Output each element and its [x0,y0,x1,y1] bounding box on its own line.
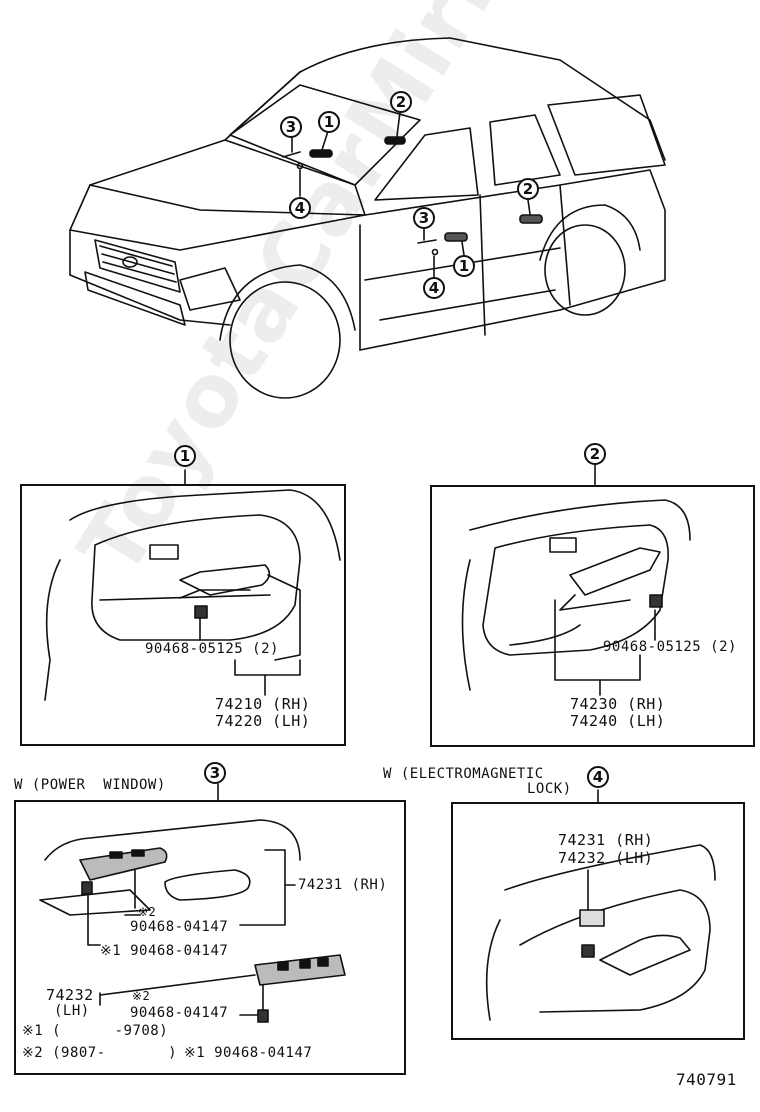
panel3-footnote-1: ※1 ( -9708) [22,1023,169,1039]
vehicle-callout-4-rear: 4 [423,277,445,299]
vehicle-callout-3-rear: 3 [413,207,435,229]
panel3-part-rh: 74231 (RH) [298,877,388,893]
panel2-screw-label: 90468-05125 (2) [603,639,737,655]
panel3-screw-c: 90468-04147 [130,1005,229,1021]
vehicle-callout-1-front: 1 [318,111,340,133]
panel2-part-rh: 74230 (RH) [570,695,666,713]
panel1-art [44,469,341,701]
vehicle-callout-2-rear: 2 [517,178,539,200]
panel3-footnote-2: ※2 (9807- ) [22,1045,178,1061]
panel3-heading: W (POWER WINDOW) [14,777,166,793]
vehicle-callout-4-front: 4 [289,197,311,219]
panel1-callout: 1 [174,445,196,467]
panel1-frame [20,484,346,746]
panel4-callout: 4 [587,766,609,788]
panel2-frame [430,485,755,747]
panel4-part-lh: 74232 (LH) [558,849,654,867]
panel4-frame [451,802,745,1040]
panel3-art [39,783,346,1023]
panel3-part-lh-side: (LH) [54,1003,90,1019]
panel3-note2-a: ※2 [138,905,157,919]
panel3-screw-a: 90468-04147 [130,919,229,935]
vehicle-illustration [69,37,666,399]
panel1-part-rh: 74210 (RH) [215,695,311,713]
panel3-frame [14,800,406,1075]
vehicle-callout-1-rear: 1 [453,255,475,277]
panel3-part-lh-number: 74232 [46,986,94,1004]
panel4-heading-line1: W (ELECTROMAGNETIC [383,766,544,782]
panel1-part-lh: 74220 (LH) [215,712,311,730]
panel1-screw-label: 90468-05125 (2) [145,641,279,657]
panel3-note2-b: ※2 [132,989,151,1003]
panel3-screw-b: ※1 90468-04147 [100,943,229,959]
panel4-part-rh: 74231 (RH) [558,831,654,849]
panel2-part-lh: 74240 (LH) [570,712,666,730]
panel2-art [461,464,691,696]
vehicle-callout-2-front: 2 [390,91,412,113]
panel3-callout: 3 [204,762,226,784]
vehicle-callout-3-front: 3 [280,116,302,138]
panel2-callout: 2 [584,443,606,465]
panel3-screw-d: ※1 90468-04147 [184,1045,313,1061]
panel4-heading-line2: LOCK) [527,781,572,797]
panel4-art [485,789,716,1021]
diagram-id: 740791 [676,1070,737,1089]
